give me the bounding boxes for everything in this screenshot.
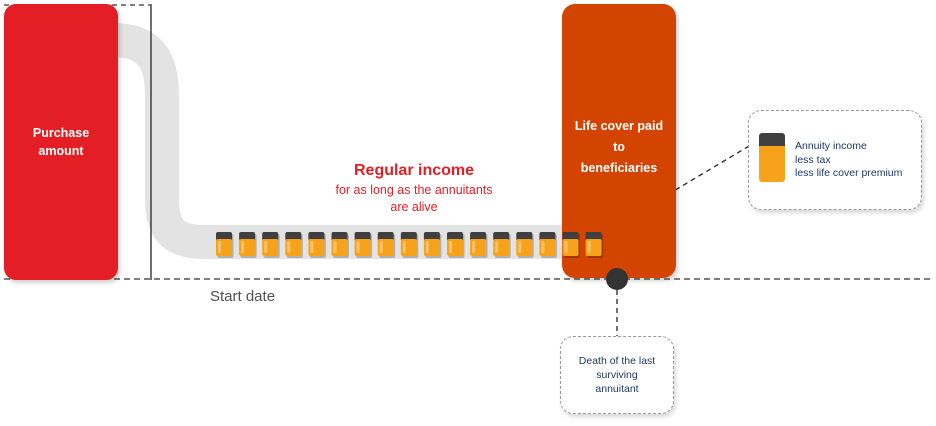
income-callout-lines: Annuity income less tax less life cover … xyxy=(795,140,921,181)
purchase-amount-label: Purchase amount xyxy=(32,126,90,158)
income-callout: Annuity income less tax less life cover … xyxy=(748,110,922,210)
income-payment-icon xyxy=(423,232,442,258)
income-line-2: less tax xyxy=(795,153,831,166)
income-payment-icon xyxy=(400,232,419,258)
income-payment-icon xyxy=(447,232,465,258)
income-payment-icon xyxy=(239,232,257,258)
income-payment-icon xyxy=(377,232,396,258)
regular-income-text: Regular income for as long as the annuit… xyxy=(300,160,528,216)
start-date-label: Start date xyxy=(210,288,276,305)
payment-body xyxy=(759,146,785,182)
life-cover-label: Life cover paid to beneficiaries xyxy=(574,119,664,175)
purchase-amount-block: Purchase amount xyxy=(4,4,118,280)
income-line-3: less life cover premium xyxy=(795,167,903,179)
income-payment-icon xyxy=(493,232,511,258)
income-payment-icon xyxy=(216,232,234,258)
death-callout: Death of the last surviving annuitant xyxy=(560,336,674,414)
income-payment-icon xyxy=(470,232,488,258)
income-payment-icon xyxy=(354,232,373,258)
income-flow-pipe xyxy=(111,23,616,259)
death-callout-label: Death of the last surviving annuitant xyxy=(578,355,656,395)
life-cover-block: Life cover paid to beneficiaries xyxy=(562,4,676,278)
regular-income-title: Regular income xyxy=(353,162,475,179)
payment-lid xyxy=(759,133,785,146)
income-line-1: Annuity income xyxy=(795,140,867,152)
income-leader-line xyxy=(597,135,767,237)
regular-income-subtitle: for as long as the annuitants are alive xyxy=(335,183,493,214)
income-payment-icon xyxy=(759,133,785,182)
income-payment-icon xyxy=(331,232,349,258)
income-payment-icon xyxy=(516,232,534,258)
income-payment-icon xyxy=(262,232,280,258)
income-payment-icon xyxy=(285,232,303,258)
payments-group xyxy=(216,232,557,258)
income-payment-icon xyxy=(308,232,326,258)
income-payment-icon xyxy=(539,232,557,258)
